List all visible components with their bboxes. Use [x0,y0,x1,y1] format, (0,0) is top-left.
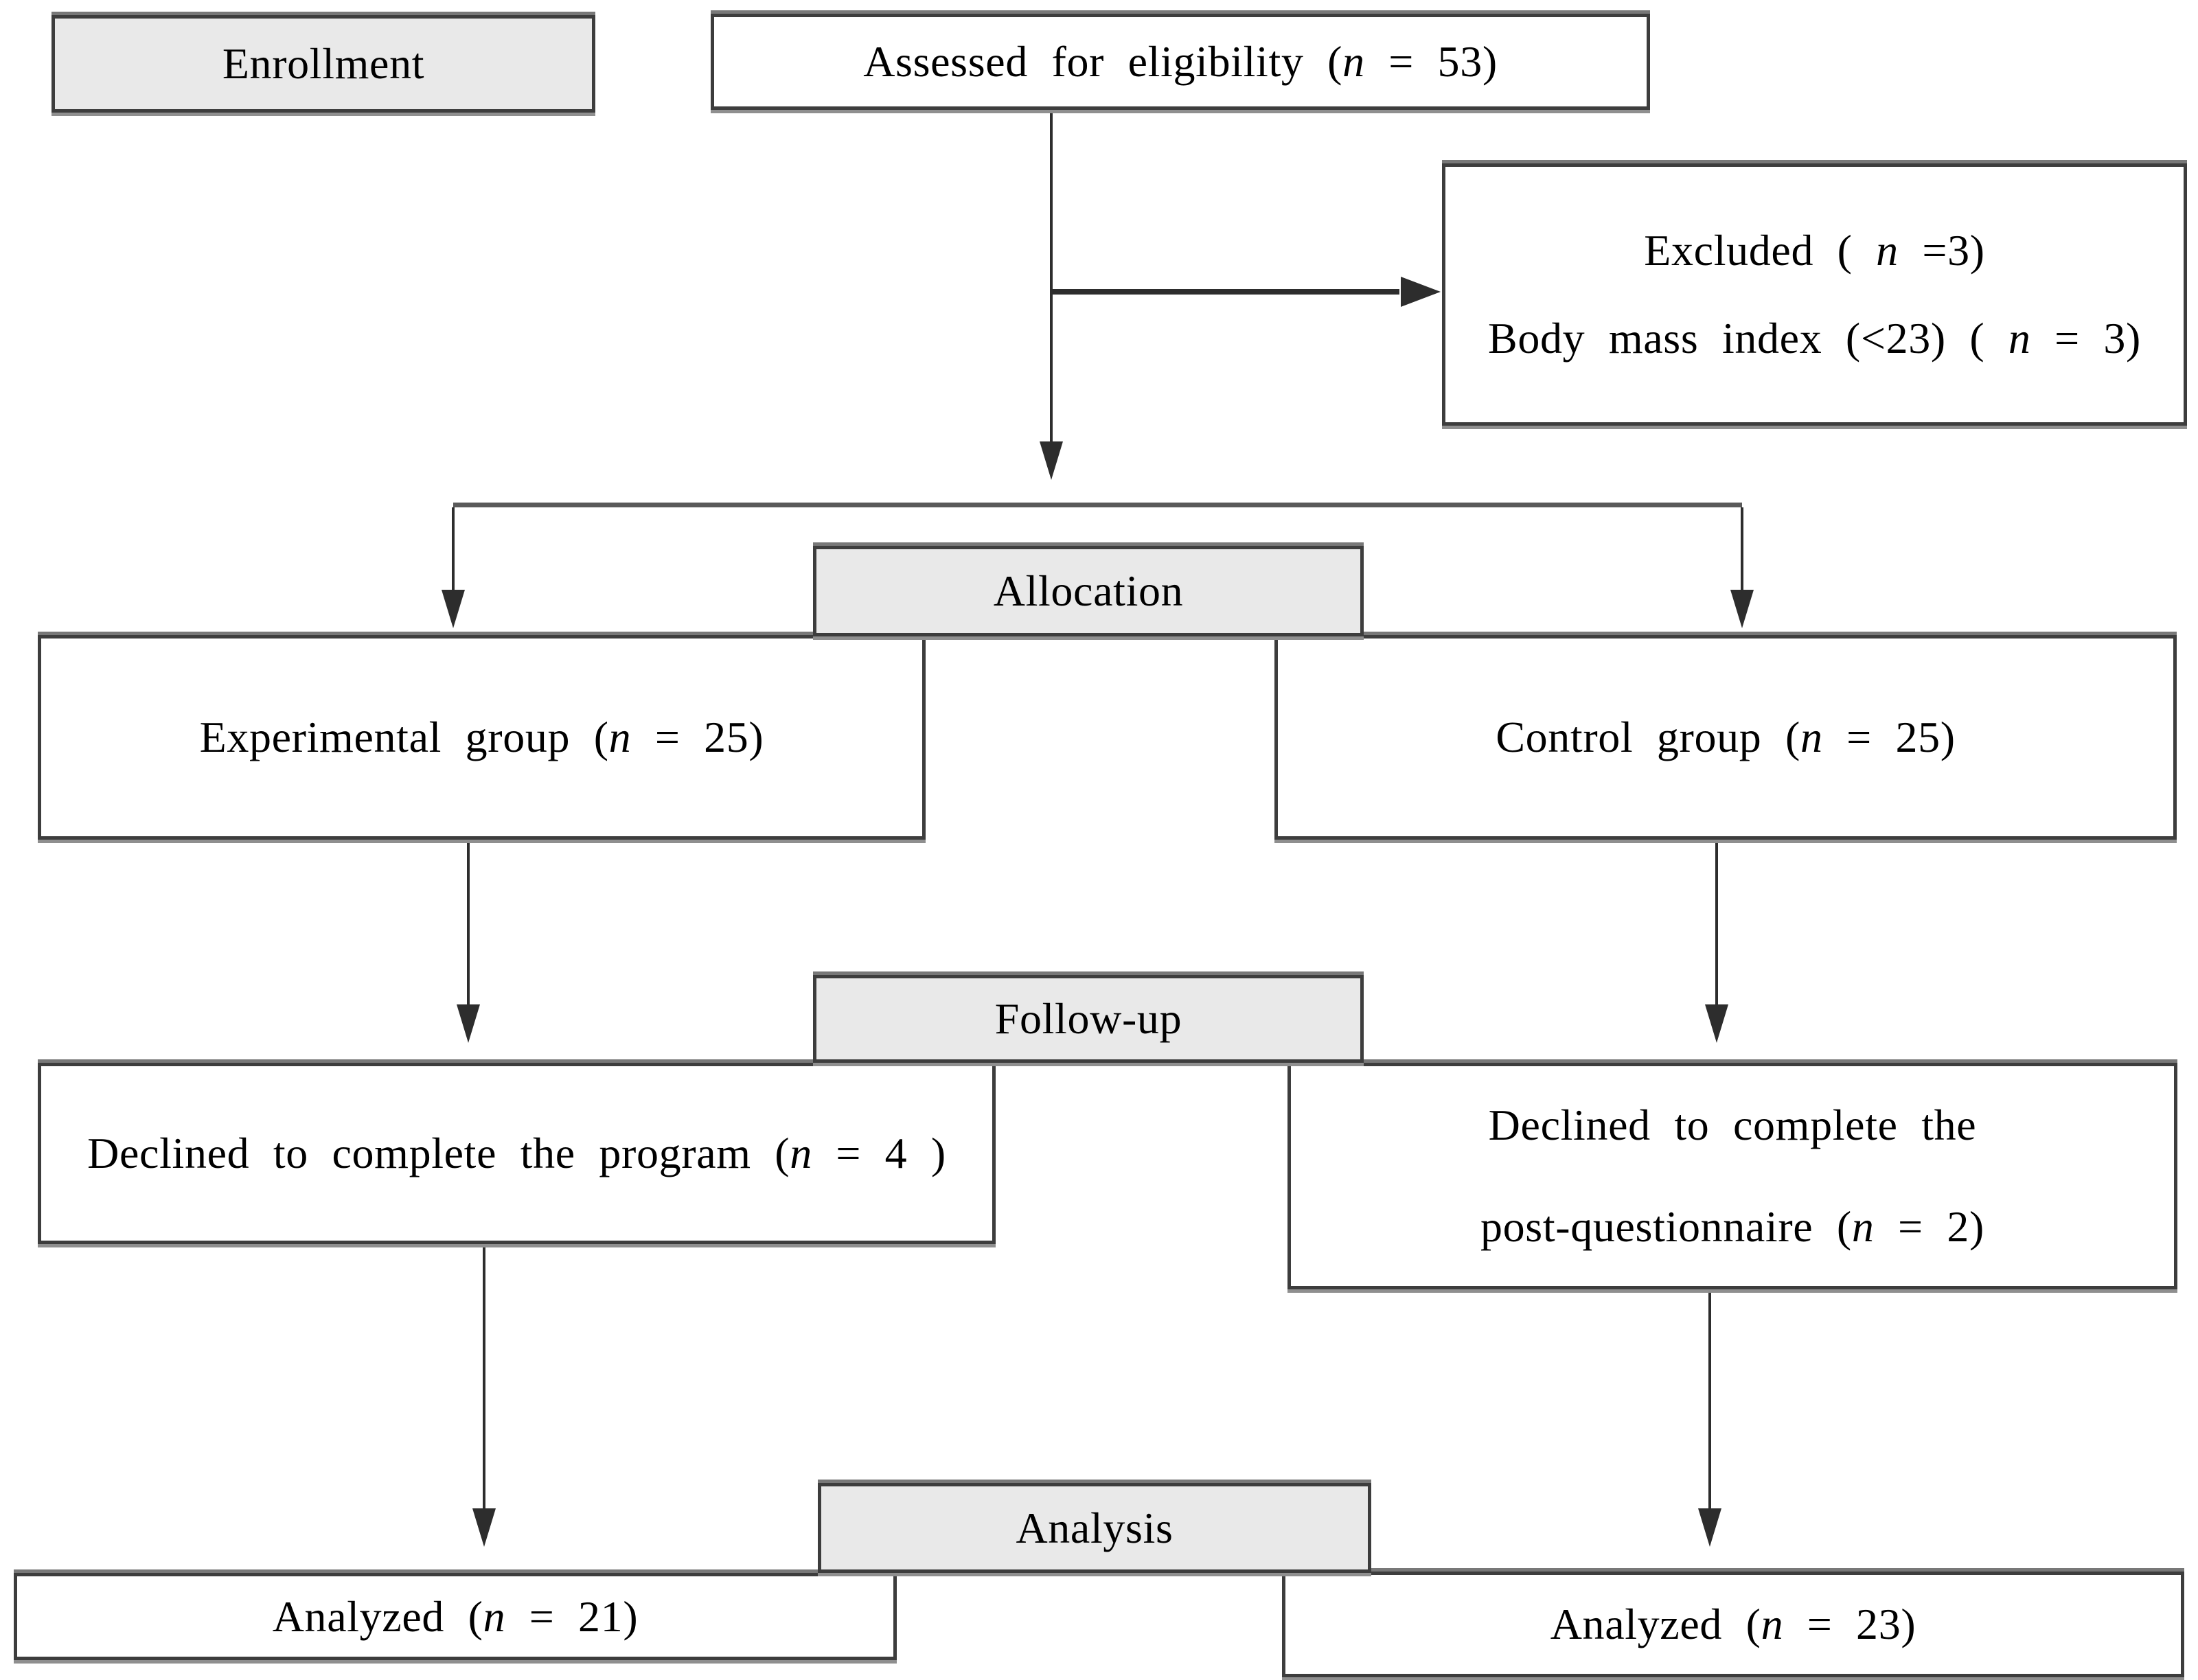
analysis-label: Analysis [1016,1503,1174,1552]
excluded-line1: Excluded ( n =3) [1644,226,1985,275]
declined-experimental-text: Declined to complete the program (n = 4 … [87,1129,946,1177]
arrow-to-excluded-line [1053,289,1399,295]
experimental-group-box: Experimental group (n = 25) [38,635,926,840]
arrow-experimental-to-analysis-head-icon [472,1508,496,1547]
arrow-experimental-to-followup-line [467,840,470,1004]
allocation-label: Allocation [993,566,1184,615]
declined-control-line1: Declined to complete the [1488,1101,1977,1149]
control-text: Control group (n = 25) [1496,713,1956,761]
arrow-control-to-analysis-head-icon [1698,1508,1721,1547]
experimental-text: Experimental group (n = 25) [199,713,764,761]
arrow-experimental-to-analysis-line [483,1244,485,1508]
assessed-for-eligibility-box: Assessed for eligibility (n = 53) [711,14,1650,110]
assessed-text: Assessed for eligibility (n = 53) [863,37,1498,86]
arrow-assessed-down-head-icon [1040,441,1063,480]
arrow-to-control-head-icon [1730,590,1754,628]
analyzed-experimental-text: Analyzed (n = 21) [272,1591,639,1641]
control-group-box: Control group (n = 25) [1274,635,2177,840]
declined-experimental-box: Declined to complete the program (n = 4 … [38,1063,996,1244]
arrow-to-experimental-line [452,507,455,590]
analyzed-control-text: Analyzed (n = 23) [1550,1600,1916,1648]
analyzed-control-box: Analyzed (n = 23) [1282,1572,2184,1677]
arrow-to-experimental-head-icon [442,590,465,628]
declined-control-line2: post-questionnaire (n = 2) [1480,1202,1984,1251]
arrow-control-to-followup-line [1715,840,1718,1004]
arrow-assessed-down-line [1050,110,1053,441]
stage-box-analysis: Analysis [818,1483,1371,1573]
stage-box-enrollment: Enrollment [51,15,595,113]
arrow-experimental-to-followup-head-icon [457,1004,480,1043]
arrow-to-control-line [1741,507,1743,590]
arrow-to-excluded-head-icon [1401,277,1441,307]
arrow-control-to-analysis-line [1708,1289,1711,1508]
stage-box-followup: Follow-up [813,975,1364,1063]
excluded-line2: Body mass index (<23) ( n = 3) [1488,314,2141,363]
enrollment-label: Enrollment [222,39,425,88]
analyzed-experimental-box: Analyzed (n = 21) [14,1573,897,1660]
allocation-split-line [453,503,1742,507]
arrow-control-to-followup-head-icon [1705,1004,1728,1043]
followup-label: Follow-up [994,994,1182,1043]
excluded-box: Excluded ( n =3) Body mass index (<23) (… [1442,163,2187,426]
declined-control-box: Declined to complete the post-questionna… [1287,1063,2177,1289]
stage-box-allocation: Allocation [813,546,1364,636]
